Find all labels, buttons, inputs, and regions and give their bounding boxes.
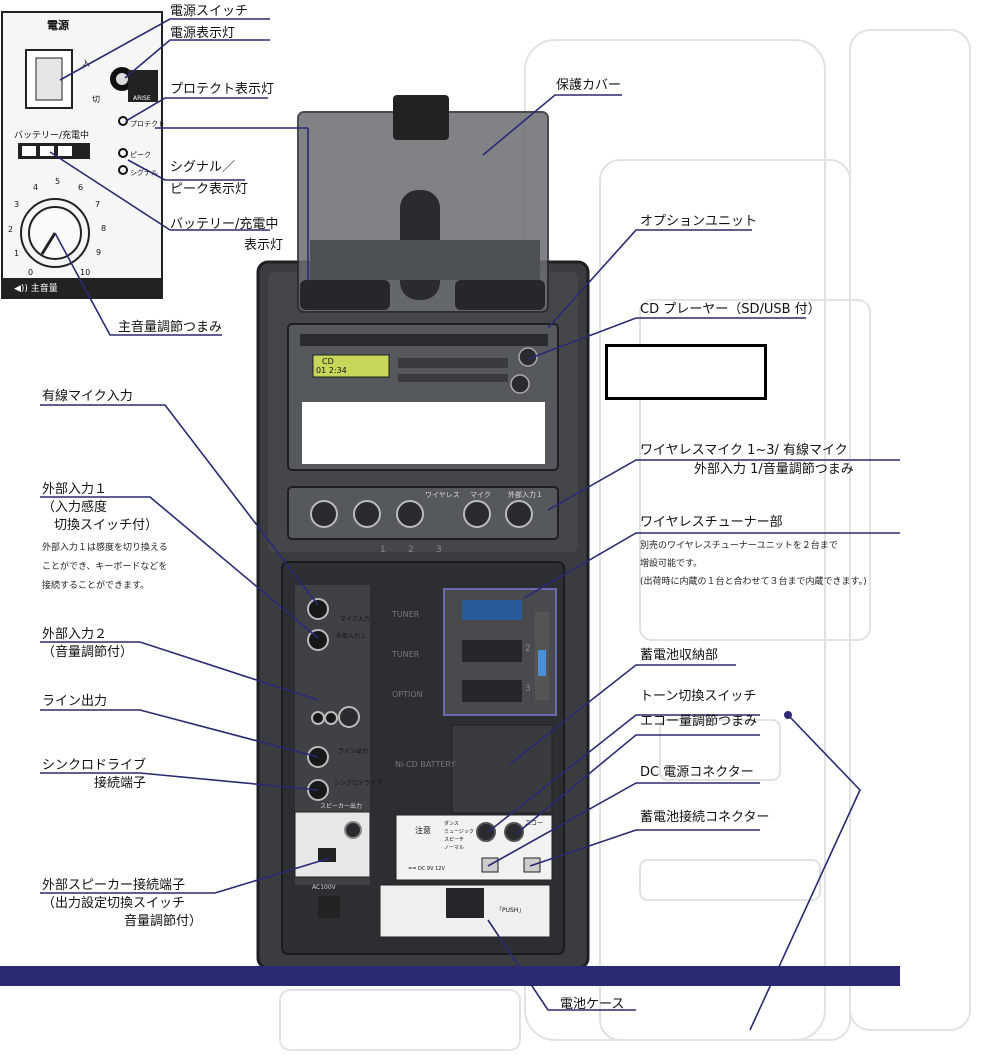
callout-synchro-line-2: 接続端子	[94, 776, 147, 791]
callout-wireless-line-1: ワイヤレスマイク 1~3/ 有線マイク	[640, 443, 848, 458]
dial-number-7: 7	[95, 200, 101, 209]
dial-number-5: 5	[55, 177, 61, 186]
tuner-slot-label-2: TUNER	[392, 650, 420, 659]
tone-option-normal: ノーマル	[444, 845, 465, 851]
callout-cd-player: CD プレーヤー（SD/USB 付）	[640, 302, 821, 317]
channel-number-2: 2	[408, 545, 414, 555]
dial-number-8: 8	[101, 224, 107, 233]
callout-speaker-line-3: 音量調節付）	[124, 914, 203, 929]
switch-on-label: 入	[82, 59, 90, 68]
tone-option-music: ミュージック	[444, 829, 474, 835]
callout-battery-case: 電池ケース	[560, 997, 625, 1012]
callout-signal-peak-line-1: シグナル／	[170, 160, 236, 175]
callout-battery-lamp-line-1: バッテリー/充電中	[170, 217, 279, 232]
cd-display	[312, 354, 390, 378]
callout-line-out: ライン出力	[42, 694, 108, 709]
callout-ext1-line-3: 切換スイッチ付）	[54, 518, 159, 533]
inset-title: 電源	[47, 19, 69, 32]
callout-ext1-line-1: 外部入力１	[42, 482, 108, 497]
tuner-desc-line-1: 別売のワイヤレスチューナーユニットを２台まで	[640, 541, 838, 551]
protect-label: プロテクト	[130, 120, 165, 128]
callout-ext2-line-1: 外部入力２	[42, 627, 108, 642]
callout-battery-lamp-line-2: 表示灯	[244, 238, 284, 253]
jack-label-mic: マイク入力	[340, 616, 370, 623]
knob-label-wireless: ワイヤレス	[425, 491, 460, 499]
peak-label: ピーク	[130, 151, 151, 159]
jack-label-speaker: スピーカー出力	[320, 803, 363, 810]
cover-handle	[393, 95, 449, 140]
callout-wired-mic: 有線マイク入力	[42, 389, 133, 404]
ext1-desc-line-3: 接続することができます。	[42, 581, 150, 591]
push-label: 「PUSH」	[496, 907, 525, 914]
dial-number-1: 1	[14, 249, 20, 258]
dial-number-4: 4	[33, 183, 39, 192]
knob-label-ext1: 外部入力１	[508, 491, 543, 499]
cd-display-line-2: 01 2:34	[316, 366, 347, 375]
battery-label: バッテリー/充電中	[14, 131, 90, 141]
battery-slot-label: Ni-CD BATTERY	[395, 760, 456, 769]
dial-number-6: 6	[78, 183, 84, 192]
callout-signal-peak-line-2: ピーク表示灯	[170, 182, 249, 197]
callout-battery-connector: 蓄電池接続コネクター	[640, 810, 770, 825]
tone-option-speech: スピーチ	[444, 837, 465, 843]
callout-master-volume: 主音量調節つまみ	[118, 320, 223, 335]
signal-label: シグナル	[130, 169, 158, 177]
cd-display-line-1: CD	[322, 357, 334, 366]
tuner-slot-label-3: OPTION	[392, 690, 423, 699]
jack-label-synchro: シンクロドライブ	[334, 780, 383, 787]
channel-number-3: 3	[436, 545, 442, 555]
dial-number-9: 9	[96, 248, 102, 257]
ext1-desc-line-2: ことができ、キーボードなどを	[42, 562, 168, 572]
callout-option-unit: オプションユニット	[640, 214, 758, 229]
callout-speaker-line-2: （出力設定切換スイッチ	[42, 896, 186, 911]
callout-tuner: ワイヤレスチューナー部	[640, 515, 783, 530]
callout-tone-switch: トーン切換スイッチ	[640, 689, 757, 704]
callout-synchro-line-1: シンクロドライブ	[42, 758, 147, 773]
brand-logo: ARISE	[133, 95, 151, 102]
callout-dc-connector: DC 電源コネクター	[640, 765, 754, 780]
dial-number-10: 10	[80, 268, 91, 277]
tuner-desc-line-2: 増設可能です。	[640, 559, 703, 569]
knob-label-mic: マイク	[470, 491, 491, 499]
callout-power-switch: 電源スイッチ	[170, 4, 249, 19]
volume-label: ◀)) 主音量	[14, 284, 58, 294]
slot-number-2: 2	[525, 644, 531, 654]
switch-off-label: 切	[92, 95, 100, 104]
caution-label: 注意	[415, 826, 431, 835]
jack-label-line-out: ライン出力	[338, 748, 369, 755]
callout-ext1-line-2: （入力感度	[42, 500, 108, 515]
dc-label: == DC 9V 12V	[408, 866, 445, 872]
dial-number-0: 0	[28, 268, 34, 277]
jack-label-ext1: 外部入力１	[336, 633, 367, 640]
callout-ext2-line-2: （音量調節付）	[42, 645, 134, 660]
ext1-desc-line-1: 外部入力１は感度を切り換える	[42, 543, 168, 553]
tuner-slot-label-1: TUNER	[392, 610, 420, 619]
callout-echo-knob: エコー量調節つまみ	[640, 714, 758, 729]
masked-area-cd	[302, 402, 545, 464]
callout-power-lamp: 電源表示灯	[170, 26, 236, 41]
callout-wireless-line-2: 外部入力 1/音量調節つまみ	[694, 462, 854, 477]
callout-cover: 保護カバー	[556, 78, 622, 93]
bottom-band	[0, 966, 900, 986]
dial-number-3: 3	[14, 200, 20, 209]
callout-speaker-line-1: 外部スピーカー接続端子	[42, 878, 186, 893]
channel-number-1: 1	[380, 545, 386, 555]
tone-option-dance: ダンス	[444, 821, 459, 827]
callout-protect-lamp: プロテクト表示灯	[170, 82, 275, 97]
dial-number-2: 2	[8, 225, 14, 234]
callout-battery-bay: 蓄電池収納部	[640, 648, 719, 663]
tuner-desc-line-3: (出荷時に内蔵の１台と合わせて３台まで内蔵できます。)	[640, 577, 867, 587]
